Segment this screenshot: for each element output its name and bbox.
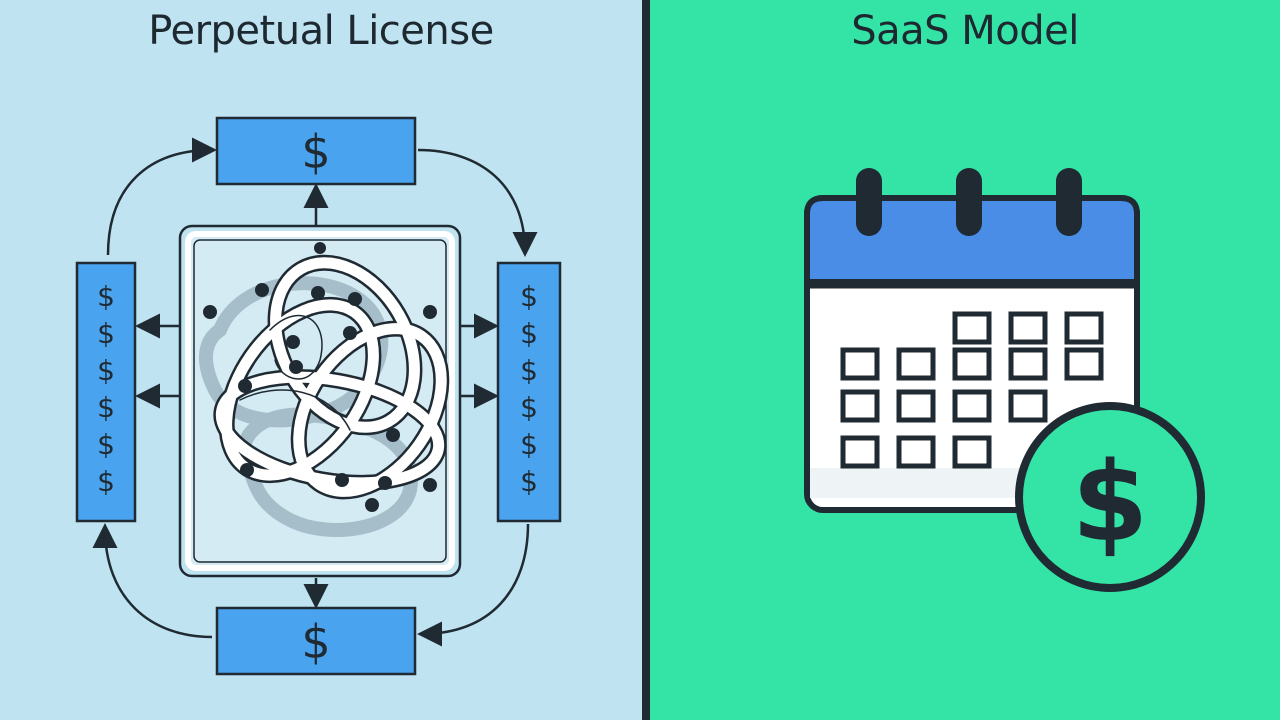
calendar-day-cell bbox=[952, 347, 992, 381]
saas-model-diagram: $ bbox=[650, 0, 1280, 720]
bottom-dollar-box: $ bbox=[215, 606, 417, 676]
calendar-icon bbox=[804, 168, 1140, 513]
tangled-license-box bbox=[178, 224, 462, 578]
dollar-icon: $ bbox=[520, 391, 538, 424]
calendar-day-cell bbox=[840, 389, 880, 423]
saas-model-panel: $ SaaS Model bbox=[650, 0, 1280, 720]
saas-model-title: SaaS Model bbox=[851, 8, 1079, 54]
calendar-day-cells bbox=[840, 311, 1104, 469]
dollar-icon: $ bbox=[1072, 438, 1149, 566]
knot-icon bbox=[198, 254, 450, 537]
calendar-day-cell bbox=[1008, 311, 1048, 345]
calendar-day-cell bbox=[840, 347, 880, 381]
calendar-day-cell bbox=[1008, 347, 1048, 381]
left-dollar-column: $ $ $ $ $ $ bbox=[75, 261, 137, 523]
calendar-rings bbox=[856, 168, 1082, 236]
calendar-day-cell bbox=[952, 435, 992, 469]
calendar-day-cell bbox=[1064, 347, 1104, 381]
dollar-icon: $ bbox=[97, 280, 115, 313]
calendar-day-cell bbox=[896, 435, 936, 469]
dollar-icon: $ bbox=[520, 280, 538, 313]
node-dots bbox=[203, 242, 437, 512]
cycle-arrow-bottom-right bbox=[417, 523, 530, 647]
calendar-day-cell bbox=[896, 347, 936, 381]
cycle-arrow-top-left bbox=[106, 137, 217, 256]
dollar-icon: $ bbox=[520, 317, 538, 350]
dollar-icon: $ bbox=[520, 428, 538, 461]
dollar-icon: $ bbox=[520, 354, 538, 387]
calendar-day-cell bbox=[840, 435, 880, 469]
cycle-arrow-top-right bbox=[417, 148, 538, 257]
perpetual-license-panel: $ $ $ $ $ $ $ $ $ $ $ $ $ $ bbox=[0, 0, 642, 720]
perpetual-license-title: Perpetual License bbox=[148, 8, 494, 54]
perpetual-license-diagram: $ $ $ $ $ $ $ $ $ $ $ $ $ $ bbox=[0, 0, 642, 720]
dollar-coin-icon: $ bbox=[1015, 402, 1205, 592]
right-dollar-column: $ $ $ $ $ $ bbox=[496, 261, 562, 523]
dollar-icon: $ bbox=[97, 354, 115, 387]
calendar-day-cell bbox=[896, 389, 936, 423]
dollar-icon: $ bbox=[97, 465, 115, 498]
calendar-day-cell bbox=[952, 389, 992, 423]
dollar-icon: $ bbox=[520, 465, 538, 498]
panel-divider bbox=[642, 0, 650, 720]
calendar-day-cell bbox=[1008, 389, 1048, 423]
dollar-icon: $ bbox=[97, 391, 115, 424]
dollar-icon: $ bbox=[301, 615, 330, 669]
calendar-day-cell bbox=[1064, 311, 1104, 345]
dollar-icon: $ bbox=[97, 428, 115, 461]
cycle-arrow-bottom-left bbox=[92, 523, 213, 639]
top-dollar-box: $ bbox=[215, 116, 417, 186]
dollar-icon: $ bbox=[301, 125, 330, 179]
calendar-day-cell bbox=[952, 311, 992, 345]
dollar-icon: $ bbox=[97, 317, 115, 350]
